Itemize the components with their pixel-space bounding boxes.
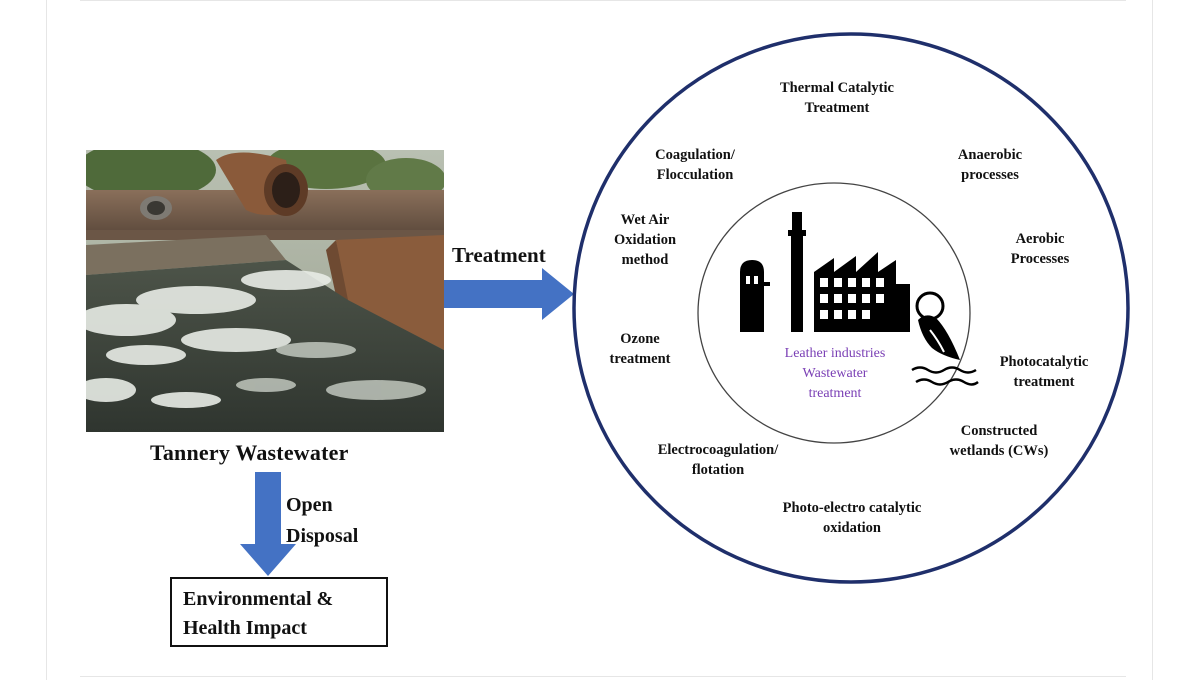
photo-caption: Tannery Wastewater xyxy=(150,440,349,465)
center-line3: treatment xyxy=(808,386,862,401)
method-anaerobic: Anaerobic processes xyxy=(930,145,1050,185)
method-line: Coagulation/ xyxy=(655,147,735,163)
method-line: wetlands (CWs) xyxy=(949,443,1049,459)
method-photo-electro-catalytic: Photo-electro catalytic oxidation xyxy=(752,498,952,538)
method-line: method xyxy=(621,252,669,268)
water-waves-icon xyxy=(911,366,979,386)
method-photocatalytic: Photocatalytic treatment xyxy=(980,352,1108,392)
open-disposal-line2: Disposal xyxy=(286,525,359,547)
method-line: Electrocoagulation/ xyxy=(657,442,779,458)
method-line: Processes xyxy=(1010,251,1070,267)
open-disposal-label: Open Disposal xyxy=(286,490,396,552)
method-line: Ozone xyxy=(620,331,660,347)
open-disposal-line1: Open xyxy=(286,494,333,516)
treatment-label: Treatment xyxy=(452,243,546,267)
treatment-circle xyxy=(572,32,1130,584)
method-line: Constructed xyxy=(960,423,1038,439)
method-aerobic: Aerobic Processes xyxy=(985,229,1095,269)
factory-icon xyxy=(740,212,910,332)
center-label: Leather industries Wastewater treatment xyxy=(750,344,920,404)
method-coagulation-flocculation: Coagulation/ Flocculation xyxy=(630,145,760,185)
method-line: Aerobic xyxy=(1015,231,1065,247)
method-line: Oxidation xyxy=(613,232,677,248)
method-line: Flocculation xyxy=(656,167,734,183)
method-line: Thermal Catalytic xyxy=(780,80,894,96)
method-electrocoagulation: Electrocoagulation/ flotation xyxy=(628,440,808,480)
method-line: treatment xyxy=(609,351,671,367)
method-ozone: Ozone treatment xyxy=(590,329,690,369)
frame-right-line xyxy=(1152,0,1153,680)
frame-left-line xyxy=(46,0,47,680)
method-line: Photo-electro catalytic xyxy=(782,500,922,516)
outfall-pipe-icon xyxy=(915,291,960,360)
treatment-arrow xyxy=(444,268,574,320)
method-line: Treatment xyxy=(804,100,870,116)
frame-bottom-line xyxy=(80,676,1126,677)
impact-line2: Health Impact xyxy=(183,617,307,639)
center-line2: Wastewater xyxy=(802,366,868,381)
method-line: processes xyxy=(961,167,1019,183)
method-constructed-wetlands: Constructed wetlands (CWs) xyxy=(930,421,1068,461)
impact-line1: Environmental & xyxy=(183,588,334,610)
method-line: Anaerobic xyxy=(957,147,1023,163)
frame-top-line xyxy=(80,0,1126,1)
down-arrow xyxy=(240,472,296,576)
method-thermal-catalytic: Thermal Catalytic Treatment xyxy=(752,78,922,118)
method-line: oxidation xyxy=(822,520,881,536)
method-line: treatment xyxy=(1013,374,1075,390)
impact-box: Environmental & Health Impact xyxy=(170,577,388,647)
method-line: flotation xyxy=(691,462,745,478)
center-line1: Leather industries xyxy=(784,346,886,361)
method-wet-air-oxidation: Wet Air Oxidation method xyxy=(595,210,695,270)
method-line: Photocatalytic xyxy=(999,354,1089,370)
method-line: Wet Air xyxy=(620,212,670,228)
tannery-wastewater-photo xyxy=(86,150,444,432)
